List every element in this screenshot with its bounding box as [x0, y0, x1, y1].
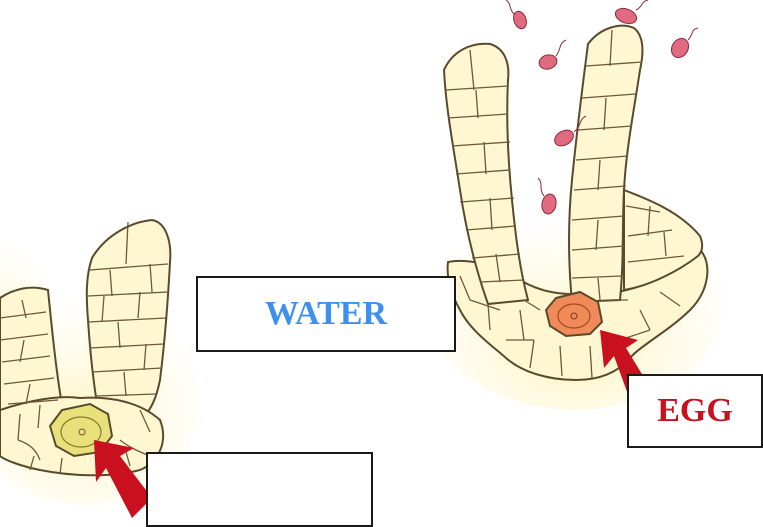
- egg-cell-right: [546, 292, 602, 336]
- label-egg: EGG: [657, 392, 733, 430]
- label-box-water: WATER: [196, 276, 456, 352]
- label-water: WATER: [265, 295, 387, 333]
- label-box-egg: EGG: [627, 374, 763, 448]
- label-box-blank[interactable]: [146, 452, 373, 527]
- right-archegonium: [425, 0, 725, 410]
